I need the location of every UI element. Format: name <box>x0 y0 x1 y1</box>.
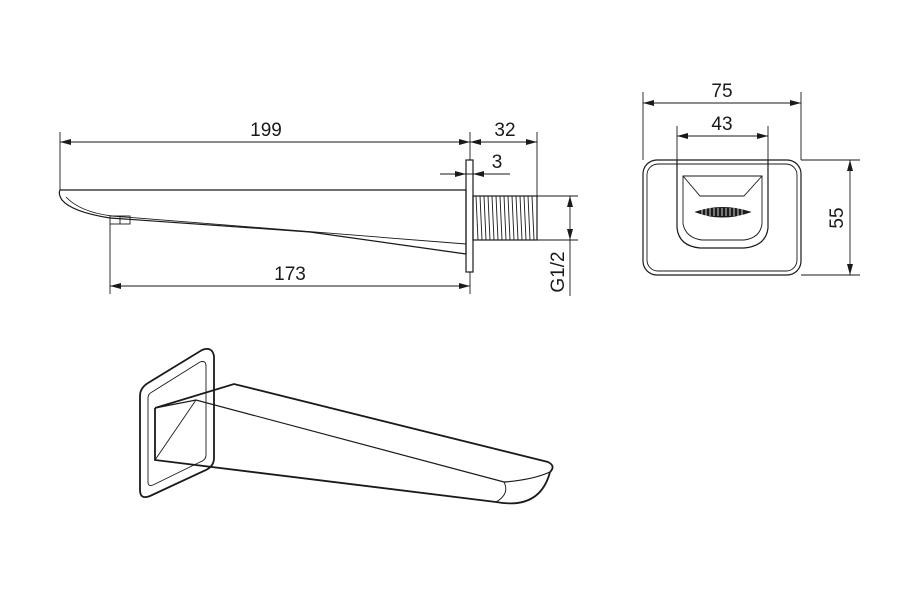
dim-32-arrow-left <box>470 139 481 145</box>
spout-perspective-tip <box>495 481 507 503</box>
dim-3-arrow-right <box>473 171 484 177</box>
thread-ridge <box>503 195 507 241</box>
thread-ridge <box>499 195 503 241</box>
thread-ridges <box>475 195 535 241</box>
dim-199-arrow-left <box>60 139 71 145</box>
aerator-outlet <box>694 207 752 218</box>
wall-plate-front-inner <box>646 163 798 272</box>
wall-plate-front <box>642 159 802 276</box>
dim-3-label: 3 <box>492 152 503 173</box>
dim-g12-arrow-top <box>567 196 573 207</box>
dim-43-label: 43 <box>711 114 732 135</box>
dim-55-arrow-top <box>847 160 853 171</box>
perspective-view <box>139 347 554 505</box>
thread-ridge <box>519 195 523 241</box>
aerator-mesh <box>701 208 743 216</box>
dim-55-label: 55 <box>827 207 848 228</box>
dim-173-label: 173 <box>274 264 306 285</box>
thread-ridge <box>507 195 511 241</box>
thread-ridge <box>531 195 535 241</box>
spout-perspective-top <box>154 383 554 473</box>
thread-ridge <box>523 195 527 241</box>
thread-ridge <box>483 195 487 241</box>
spout-front-face <box>676 160 769 249</box>
threaded-connector <box>472 195 538 241</box>
thread-ridge <box>527 195 531 241</box>
thread-ridge <box>515 195 519 241</box>
spout-lower-edge <box>65 196 113 217</box>
thread-ridge <box>495 195 499 241</box>
dim-75-arrow-right <box>790 100 801 106</box>
dim-32-label: 32 <box>494 120 515 141</box>
spout-inner-line <box>111 215 467 245</box>
thread-ridge <box>475 195 479 241</box>
thread-ridge <box>491 195 495 241</box>
wall-plate-side <box>465 159 474 273</box>
wall-plate-perspective-back <box>139 347 215 499</box>
dim-75-arrow-left <box>643 100 654 106</box>
dim-199-arrow-right <box>459 139 470 145</box>
dim-32-arrow-right <box>526 139 537 145</box>
dim-75-label: 75 <box>711 81 732 102</box>
wall-plate-perspective-face <box>147 361 207 487</box>
spout-front-inner <box>682 175 763 241</box>
front-view: 75 43 55 <box>642 81 860 276</box>
dim-g12-label: G1/2 <box>548 251 569 292</box>
dim-173-arrow-left <box>110 283 121 289</box>
dim-173-arrow-right <box>459 283 470 289</box>
dim-199-label: 199 <box>250 120 282 141</box>
thread-body <box>472 195 538 241</box>
thread-ridge <box>487 195 491 241</box>
dim-43-arrow-left <box>677 133 688 139</box>
spout-perspective-edge <box>154 399 197 461</box>
dim-g12-arrow-bottom <box>567 229 573 240</box>
spout-front-slope <box>682 175 763 197</box>
dim-55-arrow-bottom <box>847 264 853 275</box>
thread-ridge <box>511 195 515 241</box>
thread-ridge <box>479 195 483 241</box>
dim-43-arrow-right <box>757 133 768 139</box>
side-view: 199 32 3 173 G1/2 <box>58 120 578 296</box>
dim-3-arrow-left <box>455 171 466 177</box>
